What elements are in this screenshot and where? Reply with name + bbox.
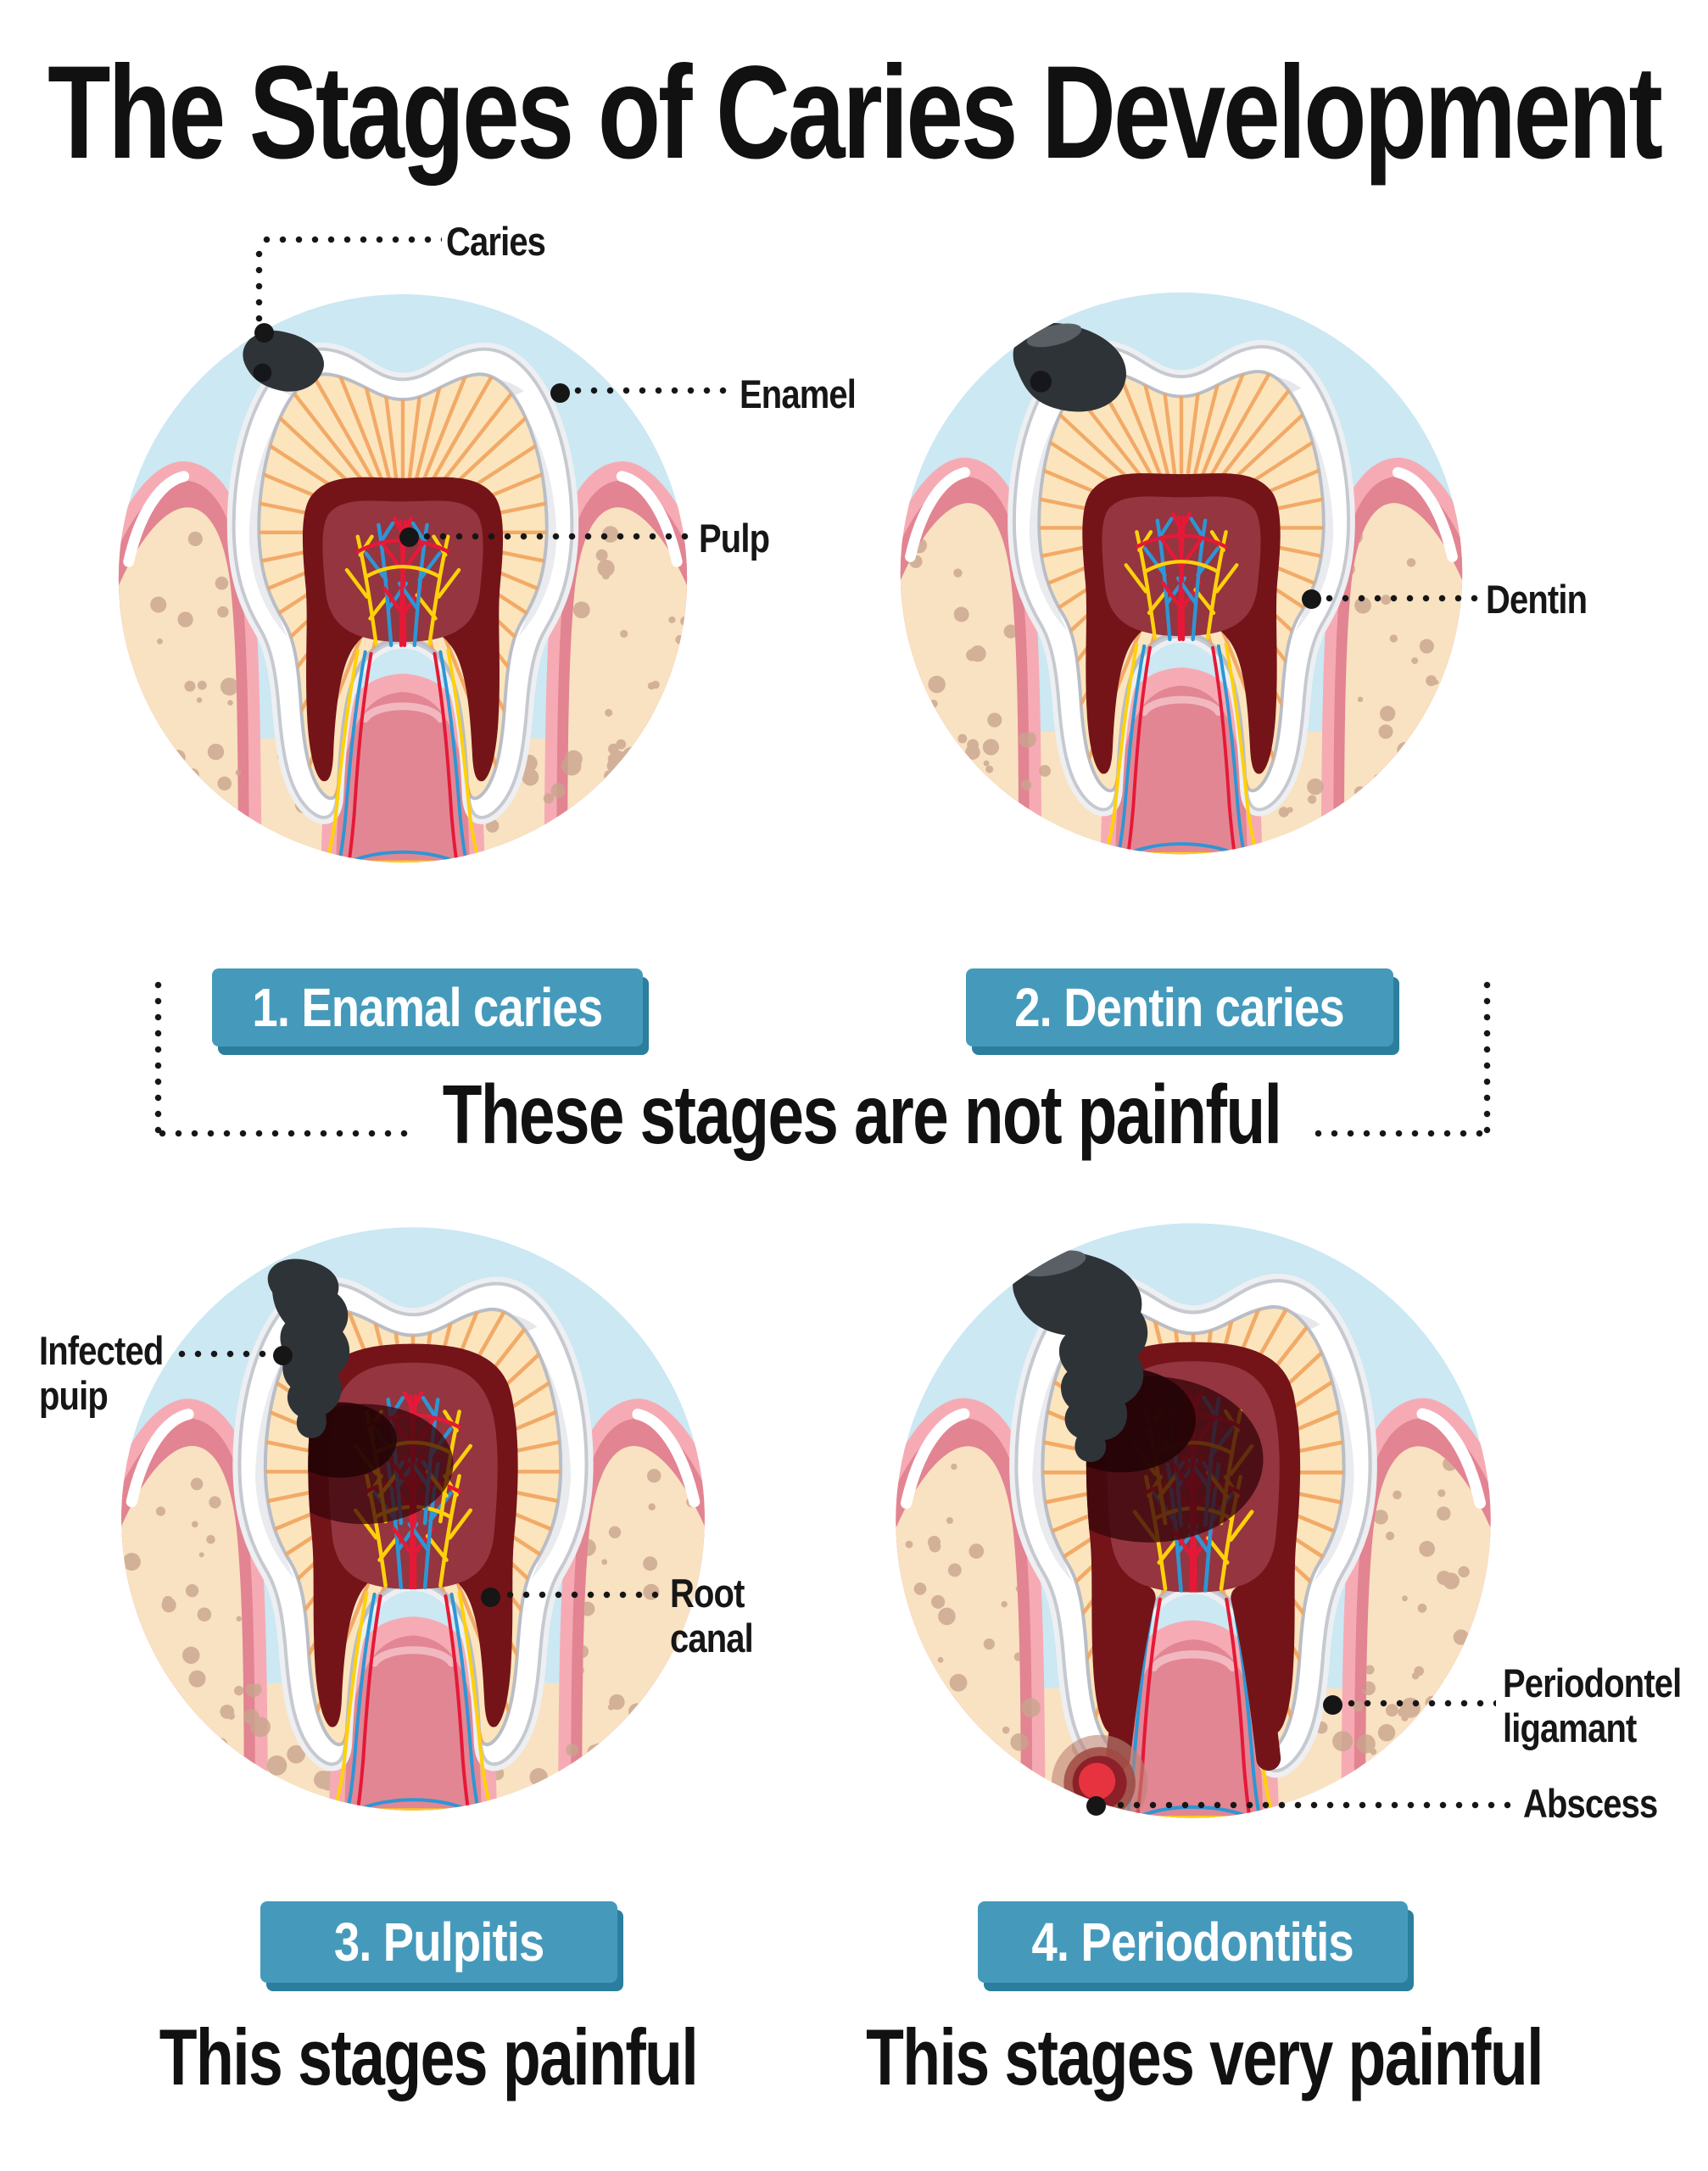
stage2-tooth-illustration <box>892 284 1471 862</box>
stage3-banner-label: 3. Pulpitis <box>333 1911 544 1973</box>
caries-dotted-line <box>259 236 442 243</box>
caries-leader-dot <box>254 323 274 343</box>
stage3-caption: This stages painful <box>159 2012 699 2101</box>
infected-pulp-leader-dot <box>273 1346 293 1365</box>
infected-pulp-dotted-line <box>174 1350 274 1358</box>
stage4-caption: This stages very painful <box>866 2012 1543 2101</box>
stage2-banner: 2. Dentin caries <box>966 968 1393 1046</box>
abscess-dotted-line <box>1113 1801 1516 1809</box>
dentin-dotted-line <box>1321 594 1479 602</box>
enamel-dotted-line <box>570 387 731 394</box>
bracket-right-horizontal-dots <box>1310 1130 1492 1137</box>
root-canal-label-line2: canal <box>670 1616 754 1660</box>
bracket-right-dotted-line <box>1483 977 1491 1135</box>
pulp-dotted-line <box>419 533 692 540</box>
stage4-tooth-illustration <box>887 1214 1499 1827</box>
root-canal-label-line1: Root <box>670 1571 745 1616</box>
enamel-label: Enamel <box>740 371 857 416</box>
root-canal-dotted-line <box>502 1591 661 1599</box>
stage1-banner-label: 1. Enamal caries <box>252 977 604 1038</box>
stage1-tooth-illustration <box>110 286 695 871</box>
abscess-leader-dot <box>1086 1796 1106 1816</box>
caries-label: Caries <box>446 219 546 264</box>
stage2-banner-label: 2. Dentin caries <box>1014 977 1345 1038</box>
root-canal-label: Root canal <box>670 1571 754 1660</box>
dentin-leader-dot <box>1302 589 1321 609</box>
enamel-leader-dot <box>550 383 570 403</box>
stage4-banner-label: 4. Periodontitis <box>1031 1911 1354 1973</box>
periodontal-ligament-label-line2: ligamant <box>1503 1705 1637 1750</box>
pulp-leader-dot <box>399 527 419 547</box>
stage3-banner: 3. Pulpitis <box>260 1901 617 1983</box>
infected-pulp-label-line2: puip <box>39 1373 109 1418</box>
periodontal-ligament-leader-dot <box>1323 1695 1342 1715</box>
page-title: The Stages of Caries Development <box>47 39 1663 187</box>
periodontal-ligament-label-line1: Periodontel <box>1503 1660 1682 1705</box>
caries-dotted-line-vertical <box>255 246 263 324</box>
abscess-label: Abscess <box>1523 1781 1658 1826</box>
dentin-label: Dentin <box>1486 577 1588 622</box>
stage4-banner: 4. Periodontitis <box>978 1901 1408 1983</box>
group-caption: These stages are not painful <box>442 1068 1282 1161</box>
bracket-left-dotted-line <box>154 977 162 1135</box>
infected-pulp-label: Infected puip <box>39 1328 164 1418</box>
infected-pulp-label-line1: Infected <box>39 1328 164 1373</box>
root-canal-leader-dot <box>481 1588 500 1607</box>
pulp-label: Pulp <box>699 516 770 561</box>
stage3-tooth-illustration <box>113 1219 713 1819</box>
bracket-left-horizontal-dots <box>154 1130 412 1137</box>
periodontal-ligament-label: Periodontel ligamant <box>1503 1660 1682 1750</box>
periodontal-ligament-dotted-line <box>1343 1699 1496 1707</box>
stage1-banner: 1. Enamal caries <box>212 968 643 1046</box>
